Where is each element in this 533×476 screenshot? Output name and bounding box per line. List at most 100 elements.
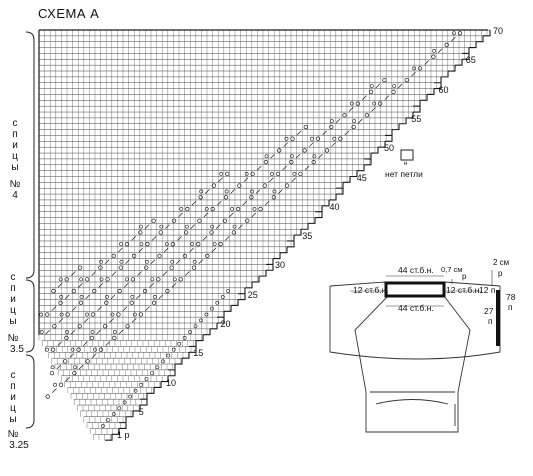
yarn-over-symbol (392, 84, 397, 88)
decrease-symbol (358, 118, 363, 124)
yarn-over-symbol (89, 335, 94, 341)
decrease-symbol (322, 130, 327, 136)
chart-row (38, 146, 378, 154)
yarn-over-symbol (139, 224, 143, 229)
yarn-over-symbol (169, 265, 174, 270)
yarn-over-symbol (112, 330, 117, 334)
decrease-symbol (437, 48, 443, 54)
decrease-symbol (57, 282, 63, 288)
yarn-over-symbol (231, 230, 237, 235)
decrease-symbol (110, 294, 116, 300)
yarn-over-symbol (45, 347, 50, 352)
chart-row (38, 152, 371, 159)
label-27-unit: п (488, 316, 493, 326)
row-number-label: 25 (247, 289, 258, 300)
staircase-step (196, 334, 204, 342)
staircase-step (343, 176, 351, 183)
yarn-over-symbol (164, 242, 169, 247)
decrease-symbol (335, 118, 341, 124)
label-0-7-unit: р (462, 272, 467, 281)
needle-word-letter: п (12, 129, 18, 140)
staircase-step (203, 328, 211, 336)
yarn-over-symbol (245, 218, 250, 223)
needle-word-letter: ц (12, 151, 18, 162)
staircase-step (147, 387, 155, 394)
chart-row (38, 129, 392, 136)
yarn-over-symbol (235, 206, 241, 212)
decrease-symbol (82, 341, 88, 347)
decrease-symbol (282, 165, 287, 171)
chart-row (42, 340, 196, 347)
yarn-over-symbol (110, 312, 115, 317)
staircase-step (301, 223, 309, 230)
chart-row (38, 111, 413, 118)
yarn-over-symbol (119, 259, 124, 264)
yarn-over-symbol (45, 312, 50, 317)
decrease-symbol (71, 271, 76, 276)
needle-word-letter: ы (9, 316, 17, 327)
yarn-over-symbol (329, 119, 334, 124)
chart-row (38, 258, 273, 265)
yarn-over-symbol (310, 136, 314, 141)
yarn-over-symbol (50, 365, 55, 370)
staircase-step (210, 323, 218, 330)
staircase-step (112, 428, 120, 435)
yarn-over-symbol (226, 289, 231, 293)
chart-row (38, 123, 399, 130)
yarn-over-symbol (355, 101, 360, 106)
decrease-symbol (158, 294, 164, 300)
yarn-over-symbol (197, 218, 202, 223)
decrease-symbol (176, 259, 181, 265)
legend-text: нет петли (385, 169, 423, 179)
chart-row (38, 246, 287, 253)
row-number-label: 60 (438, 84, 449, 95)
chart-row (38, 158, 371, 165)
row-number-label: 65 (465, 55, 476, 66)
needle-word-letter: с (10, 272, 16, 283)
yarn-over-symbol (272, 189, 277, 194)
decrease-symbol (85, 294, 90, 300)
decrease-symbol (124, 282, 129, 288)
staircase-step (294, 229, 302, 236)
chart-row (38, 70, 448, 77)
yarn-over-symbol (452, 31, 456, 36)
yarn-over-symbol (205, 253, 210, 259)
decrease-symbol (189, 247, 194, 253)
yarn-over-symbol (51, 288, 56, 294)
decrease-symbol (270, 154, 275, 159)
yarn-over-symbol (100, 423, 105, 428)
staircase-step (329, 194, 337, 201)
yarn-over-symbol (224, 189, 229, 194)
decrease-symbol (58, 318, 64, 323)
staircase-step (434, 76, 442, 84)
chart-row (38, 252, 280, 259)
yarn-over-symbol (79, 295, 84, 299)
yarn-over-symbol (237, 183, 242, 188)
chart-symbols (39, 31, 463, 428)
hem-curve (375, 399, 449, 405)
decrease-symbol (211, 247, 217, 253)
chart-row (38, 135, 392, 142)
yarn-over-symbol (99, 259, 103, 264)
yarn-over-symbol (182, 253, 188, 259)
chart-row (58, 369, 175, 376)
staircase-step (273, 252, 281, 260)
decrease-symbol (291, 177, 297, 182)
yarn-over-symbol (210, 224, 215, 229)
chart-row (38, 170, 357, 177)
yarn-over-symbol (252, 207, 257, 211)
yarn-over-symbol (204, 207, 209, 211)
decrease-symbol (72, 306, 77, 311)
decrease-symbol (251, 212, 257, 218)
decrease-symbol (318, 154, 323, 159)
decrease-symbol (145, 306, 150, 311)
decrease-symbol (451, 36, 456, 42)
yarn-over-symbol (104, 300, 109, 305)
staircase-step (168, 369, 176, 377)
yarn-over-symbol (133, 388, 138, 393)
yarn-over-symbol (129, 300, 134, 305)
chart-row (38, 316, 224, 323)
chart-staircase (38, 29, 491, 441)
yarn-over-symbol (368, 89, 374, 94)
decrease-symbol (255, 189, 261, 194)
